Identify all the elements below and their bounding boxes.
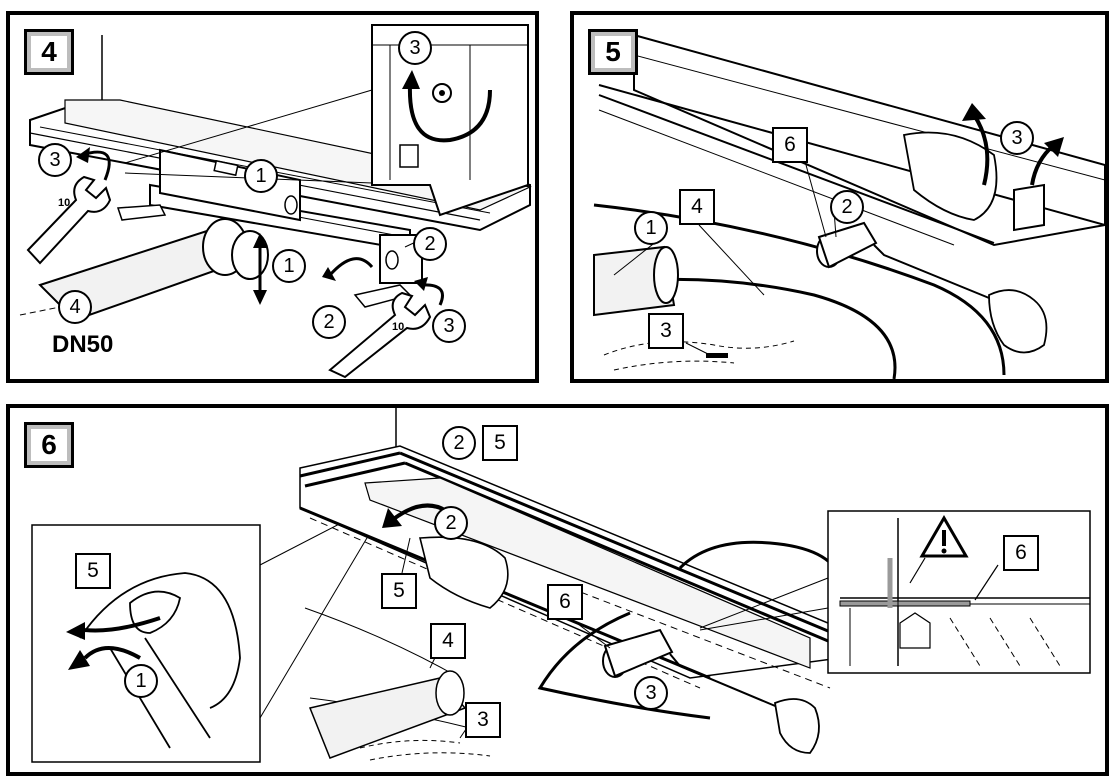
- pipe-size-label: DN50: [52, 331, 114, 358]
- callout-4: 4: [58, 290, 92, 324]
- callout-2: 2: [830, 190, 864, 224]
- callout-3: 3: [38, 143, 72, 177]
- callout-2: 2: [413, 227, 447, 261]
- callout-1: 1: [244, 159, 278, 193]
- wrench-size-label: 10: [392, 321, 405, 333]
- callout-3: 3: [432, 309, 466, 343]
- callout-3: 3: [1000, 121, 1034, 155]
- callout-1: 1: [634, 211, 668, 245]
- label-6: 6: [1003, 535, 1039, 571]
- step-6-illustration: [31, 408, 1091, 763]
- callout-2: 2: [442, 426, 476, 460]
- label-6: 6: [547, 584, 583, 620]
- label-5: 5: [75, 553, 111, 589]
- step-5-panel: 5 1 2 3 3 4 6: [570, 11, 1109, 383]
- wrench-size-label: 10: [58, 197, 71, 209]
- callout-3: 3: [634, 676, 668, 710]
- callout-2: 2: [312, 305, 346, 339]
- label-5: 5: [482, 425, 518, 461]
- callout-2: 2: [434, 506, 468, 540]
- label-6: 6: [772, 127, 808, 163]
- callout-1: 1: [272, 249, 306, 283]
- step-6-panel: 6 1 2 2 3 3 4 5 5 5 6 6: [6, 404, 1109, 776]
- step-4-illustration: [19, 24, 532, 379]
- callout-3: 3: [398, 31, 432, 65]
- label-5: 5: [381, 573, 417, 609]
- step-number-badge: 6: [24, 422, 74, 468]
- step-number-badge: 4: [24, 29, 74, 75]
- label-4: 4: [430, 623, 466, 659]
- step-4-panel: 4 1 1 2 2 3 3 3 4 DN50 10 10: [6, 11, 539, 383]
- label-3: 3: [465, 702, 501, 738]
- step-5-illustration: [593, 33, 1105, 379]
- label-4: 4: [679, 189, 715, 225]
- label-3: 3: [648, 313, 684, 349]
- step-number-badge: 5: [588, 29, 638, 75]
- callout-1: 1: [124, 664, 158, 698]
